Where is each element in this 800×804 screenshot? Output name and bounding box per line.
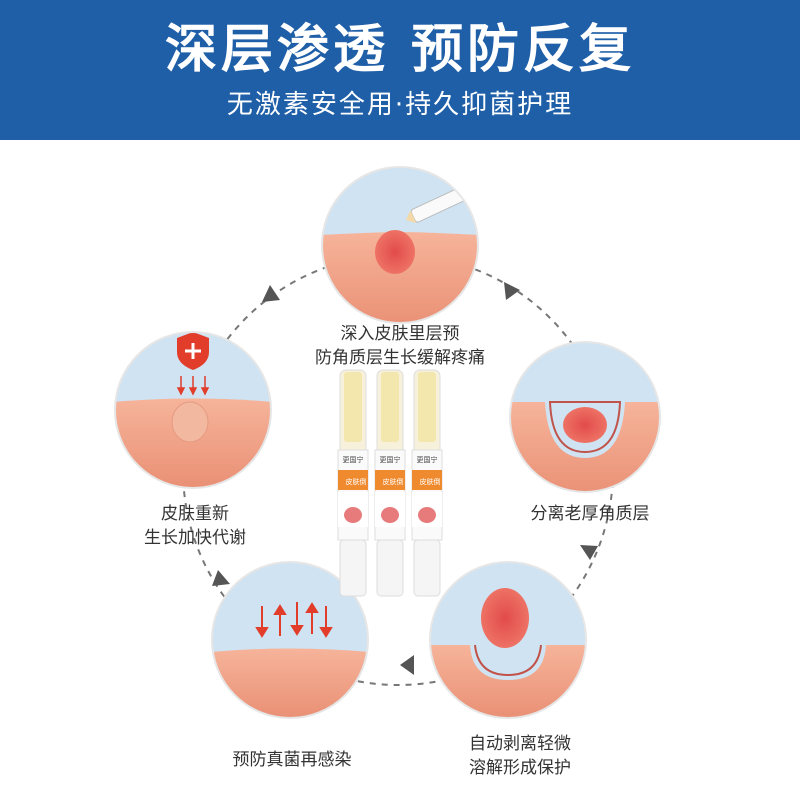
product-brand: 更国宁 <box>343 455 364 464</box>
pen <box>337 369 369 597</box>
step5-line2: 生长加快代谢 <box>144 528 246 548</box>
process-cycle: 更国宁 更国宁 更国宁 皮肤倒 皮肤倒 皮肤倒 深入皮肤里层预 防角质层生长缓解… <box>0 140 800 800</box>
arrow-icon <box>400 655 414 675</box>
product-pens: 更国宁 更国宁 更国宁 皮肤倒 皮肤倒 皮肤倒 <box>337 369 443 597</box>
step5-line1: 皮肤重新 <box>161 504 229 524</box>
step2-line1: 分离老厚角质层 <box>530 504 650 524</box>
page-subtitle: 无激素安全用·持久抑菌护理 <box>226 90 574 120</box>
step3-line1: 自动剥离轻微 <box>469 734 571 754</box>
step5-label: 皮肤重新 生长加快代谢 <box>125 502 265 550</box>
pen <box>411 369 443 597</box>
header-banner: 深层渗透 预防反复 无激素安全用·持久抑菌护理 <box>0 0 800 140</box>
product-name: 皮肤倒 <box>346 477 367 486</box>
step2-label: 分离老厚角质层 <box>520 502 660 526</box>
page-title: 深层渗透 预防反复 <box>164 20 636 80</box>
down-arrows-icon <box>176 376 210 396</box>
product-brand: 更国宁 <box>417 455 438 464</box>
step3-label: 自动剥离轻微 溶解形成保护 <box>450 732 590 780</box>
cycle-diagram: 更国宁 更国宁 更国宁 皮肤倒 皮肤倒 皮肤倒 <box>114 166 661 719</box>
arrows-icon <box>255 602 333 638</box>
arrow-icon <box>262 285 280 302</box>
step4-label: 预防真菌再感染 <box>212 748 372 772</box>
step3-illustration <box>430 562 586 718</box>
cycle-arrows <box>212 282 598 675</box>
step4-line1: 预防真菌再感染 <box>232 750 352 770</box>
step5-illustration <box>115 332 271 488</box>
step1-line1: 深入皮肤里层预 <box>340 324 460 344</box>
arrow-icon <box>212 570 230 586</box>
step1-illustration <box>322 167 478 323</box>
product-name: 皮肤倒 <box>383 477 404 486</box>
arrow-icon <box>580 545 598 560</box>
step1-label: 深入皮肤里层预 防角质层生长缓解疼痛 <box>290 322 510 370</box>
step1-line2: 防角质层生长缓解疼痛 <box>315 348 485 368</box>
pen <box>374 369 406 597</box>
step3-line2: 溶解形成保护 <box>469 758 571 778</box>
step2-illustration <box>510 342 660 492</box>
product-name: 皮肤倒 <box>420 477 441 486</box>
arrow-icon <box>504 282 520 300</box>
product-brand: 更国宁 <box>380 455 401 464</box>
